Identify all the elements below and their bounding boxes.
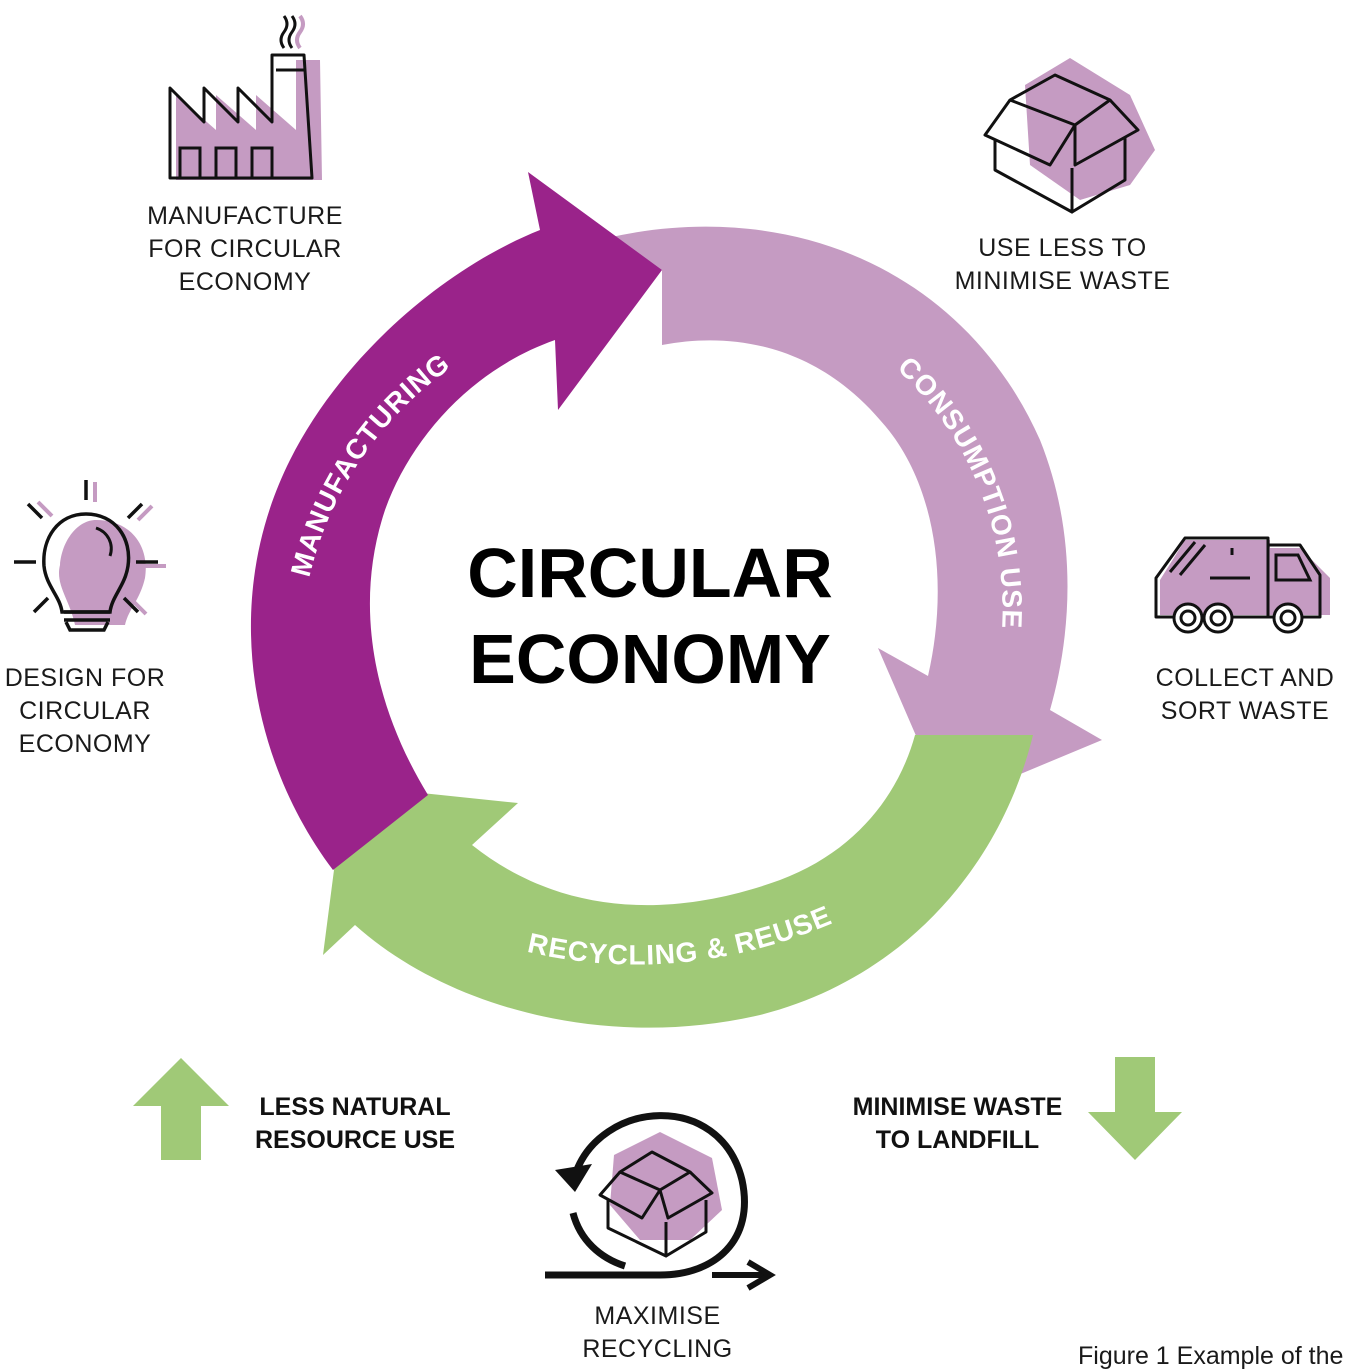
garbage-truck-icon [1154, 536, 1330, 634]
outcome-label-minimise-landfill: MINIMISE WASTE TO LANDFILL [852, 1093, 1063, 1154]
outcome-label-less-resources: LESS NATURAL RESOURCE USE [254, 1093, 456, 1154]
diagram-title: CIRCULAR ECONOMY [467, 534, 833, 698]
consumption-arrow [580, 226, 1102, 806]
lightbulb-icon [14, 480, 166, 632]
recycle-box-icon [545, 1112, 776, 1291]
figure-caption: Figure 1 Example of the [1078, 1342, 1344, 1370]
step-label-maximise-recycling: MAXIMISE RECYCLING [582, 1302, 733, 1363]
manufacturing-arrow [250, 172, 662, 870]
step-label-manufacture: MANUFACTURE FOR CIRCULAR ECONOMY [147, 202, 343, 296]
factory-icon [168, 14, 322, 180]
box-icon [983, 58, 1155, 214]
step-label-use-less: USE LESS TO MINIMISE WASTE [954, 234, 1171, 295]
arrow-down-icon [1088, 1057, 1182, 1160]
recycling-arrow [323, 735, 1033, 1028]
step-label-collect: COLLECT AND SORT WASTE [1155, 664, 1335, 725]
arrow-up-icon [133, 1058, 229, 1160]
step-label-design: DESIGN FOR CIRCULAR ECONOMY [4, 664, 166, 758]
